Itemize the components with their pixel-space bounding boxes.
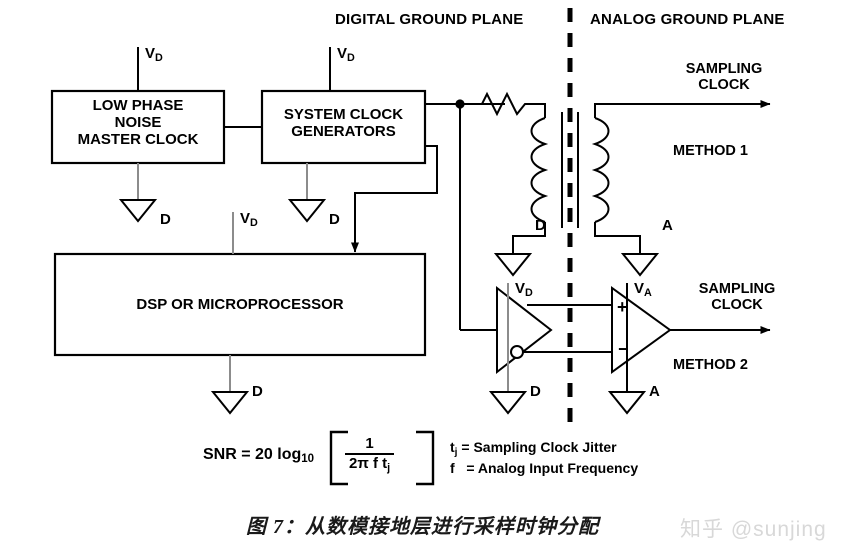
method2-signal-line1: SAMPLING	[698, 281, 776, 297]
transformer-core	[561, 112, 579, 228]
master-clock-ground-line	[118, 163, 158, 223]
method1-signal-line2: CLOCK	[698, 77, 750, 94]
analog-ground-plane-header: ANALOG GROUND PLANE	[590, 11, 785, 28]
ground-label-transformer-digital: D	[535, 217, 546, 234]
ground-label-clock-generators: D	[329, 211, 340, 228]
inverter-ground-line	[488, 330, 528, 415]
snr-formula-denominator: 2π f tj	[349, 454, 391, 474]
master-clock-label: LOW PHASE NOISE MASTER CLOCK	[52, 97, 224, 148]
comparator-ground-line	[607, 330, 647, 415]
master-clock-label-line1: LOW PHASE	[92, 97, 184, 114]
ground-label-master-clock: D	[160, 211, 171, 228]
transformer-secondary	[591, 100, 771, 277]
comparator-plus-pin: +	[617, 297, 628, 317]
clock-generators-label: SYSTEM CLOCK GENERATORS	[262, 106, 425, 141]
supply-label-vd-clockgen: VD	[337, 45, 355, 65]
clock-generators-ground-line	[287, 163, 327, 223]
clockgen-to-dsp-wire	[351, 145, 438, 253]
ground-label-comparator: A	[649, 383, 660, 400]
legend-frequency: f = Analog Input Frequency	[450, 460, 639, 476]
clock-generators-label-line2: GENERATORS	[291, 122, 396, 140]
series-resistor	[472, 91, 535, 117]
supply-label-vd-dsp: VD	[240, 210, 258, 230]
dsp-ground-line	[210, 355, 250, 415]
master-clock-label-line3: MASTER CLOCK	[77, 130, 199, 148]
ground-label-inverter: D	[530, 383, 541, 400]
method1-signal-line1: SAMPLING	[685, 61, 763, 77]
legend-jitter: tj = Sampling Clock Jitter	[450, 439, 617, 458]
method2-output-label: SAMPLING CLOCK	[672, 281, 802, 313]
clock-generators-label-line1: SYSTEM CLOCK	[283, 106, 404, 123]
method2-label: METHOD 2	[673, 357, 748, 373]
supply-label-va-comparator: VA	[634, 280, 652, 300]
supply-label-vd-inverter: VD	[515, 280, 533, 300]
method1-output-label: SAMPLING CLOCK	[659, 61, 789, 93]
system-clock-generators-block	[260, 89, 427, 165]
snr-formula-lhs: SNR = 20 log10	[203, 446, 315, 466]
comparator-minus-pin: −	[618, 339, 629, 359]
transformer-primary	[493, 103, 549, 277]
figure-caption: 图 7：从数模接地层进行采样时钟分配	[246, 516, 599, 538]
clockgen-output-bus	[425, 99, 505, 331]
method2-signal-line2: CLOCK	[711, 297, 763, 314]
ground-label-dsp: D	[252, 383, 263, 400]
ground-label-transformer-analog: A	[662, 217, 673, 234]
formula-brackets	[329, 430, 435, 486]
watermark: 知乎 @sunjing	[680, 518, 827, 541]
method1-label: METHOD 1	[673, 143, 748, 159]
snr-formula-fraction: 1 2π f tj	[345, 436, 395, 474]
dsp-block	[53, 252, 427, 357]
snr-formula-numerator: 1	[345, 436, 395, 455]
inverter-gate	[496, 285, 628, 375]
supply-label-vd-master: VD	[145, 45, 163, 65]
dsp-label: DSP OR MICROPROCESSOR	[136, 296, 344, 313]
master-clock-label-line2: NOISE	[114, 113, 162, 131]
digital-ground-plane-header: DIGITAL GROUND PLANE	[335, 11, 524, 28]
